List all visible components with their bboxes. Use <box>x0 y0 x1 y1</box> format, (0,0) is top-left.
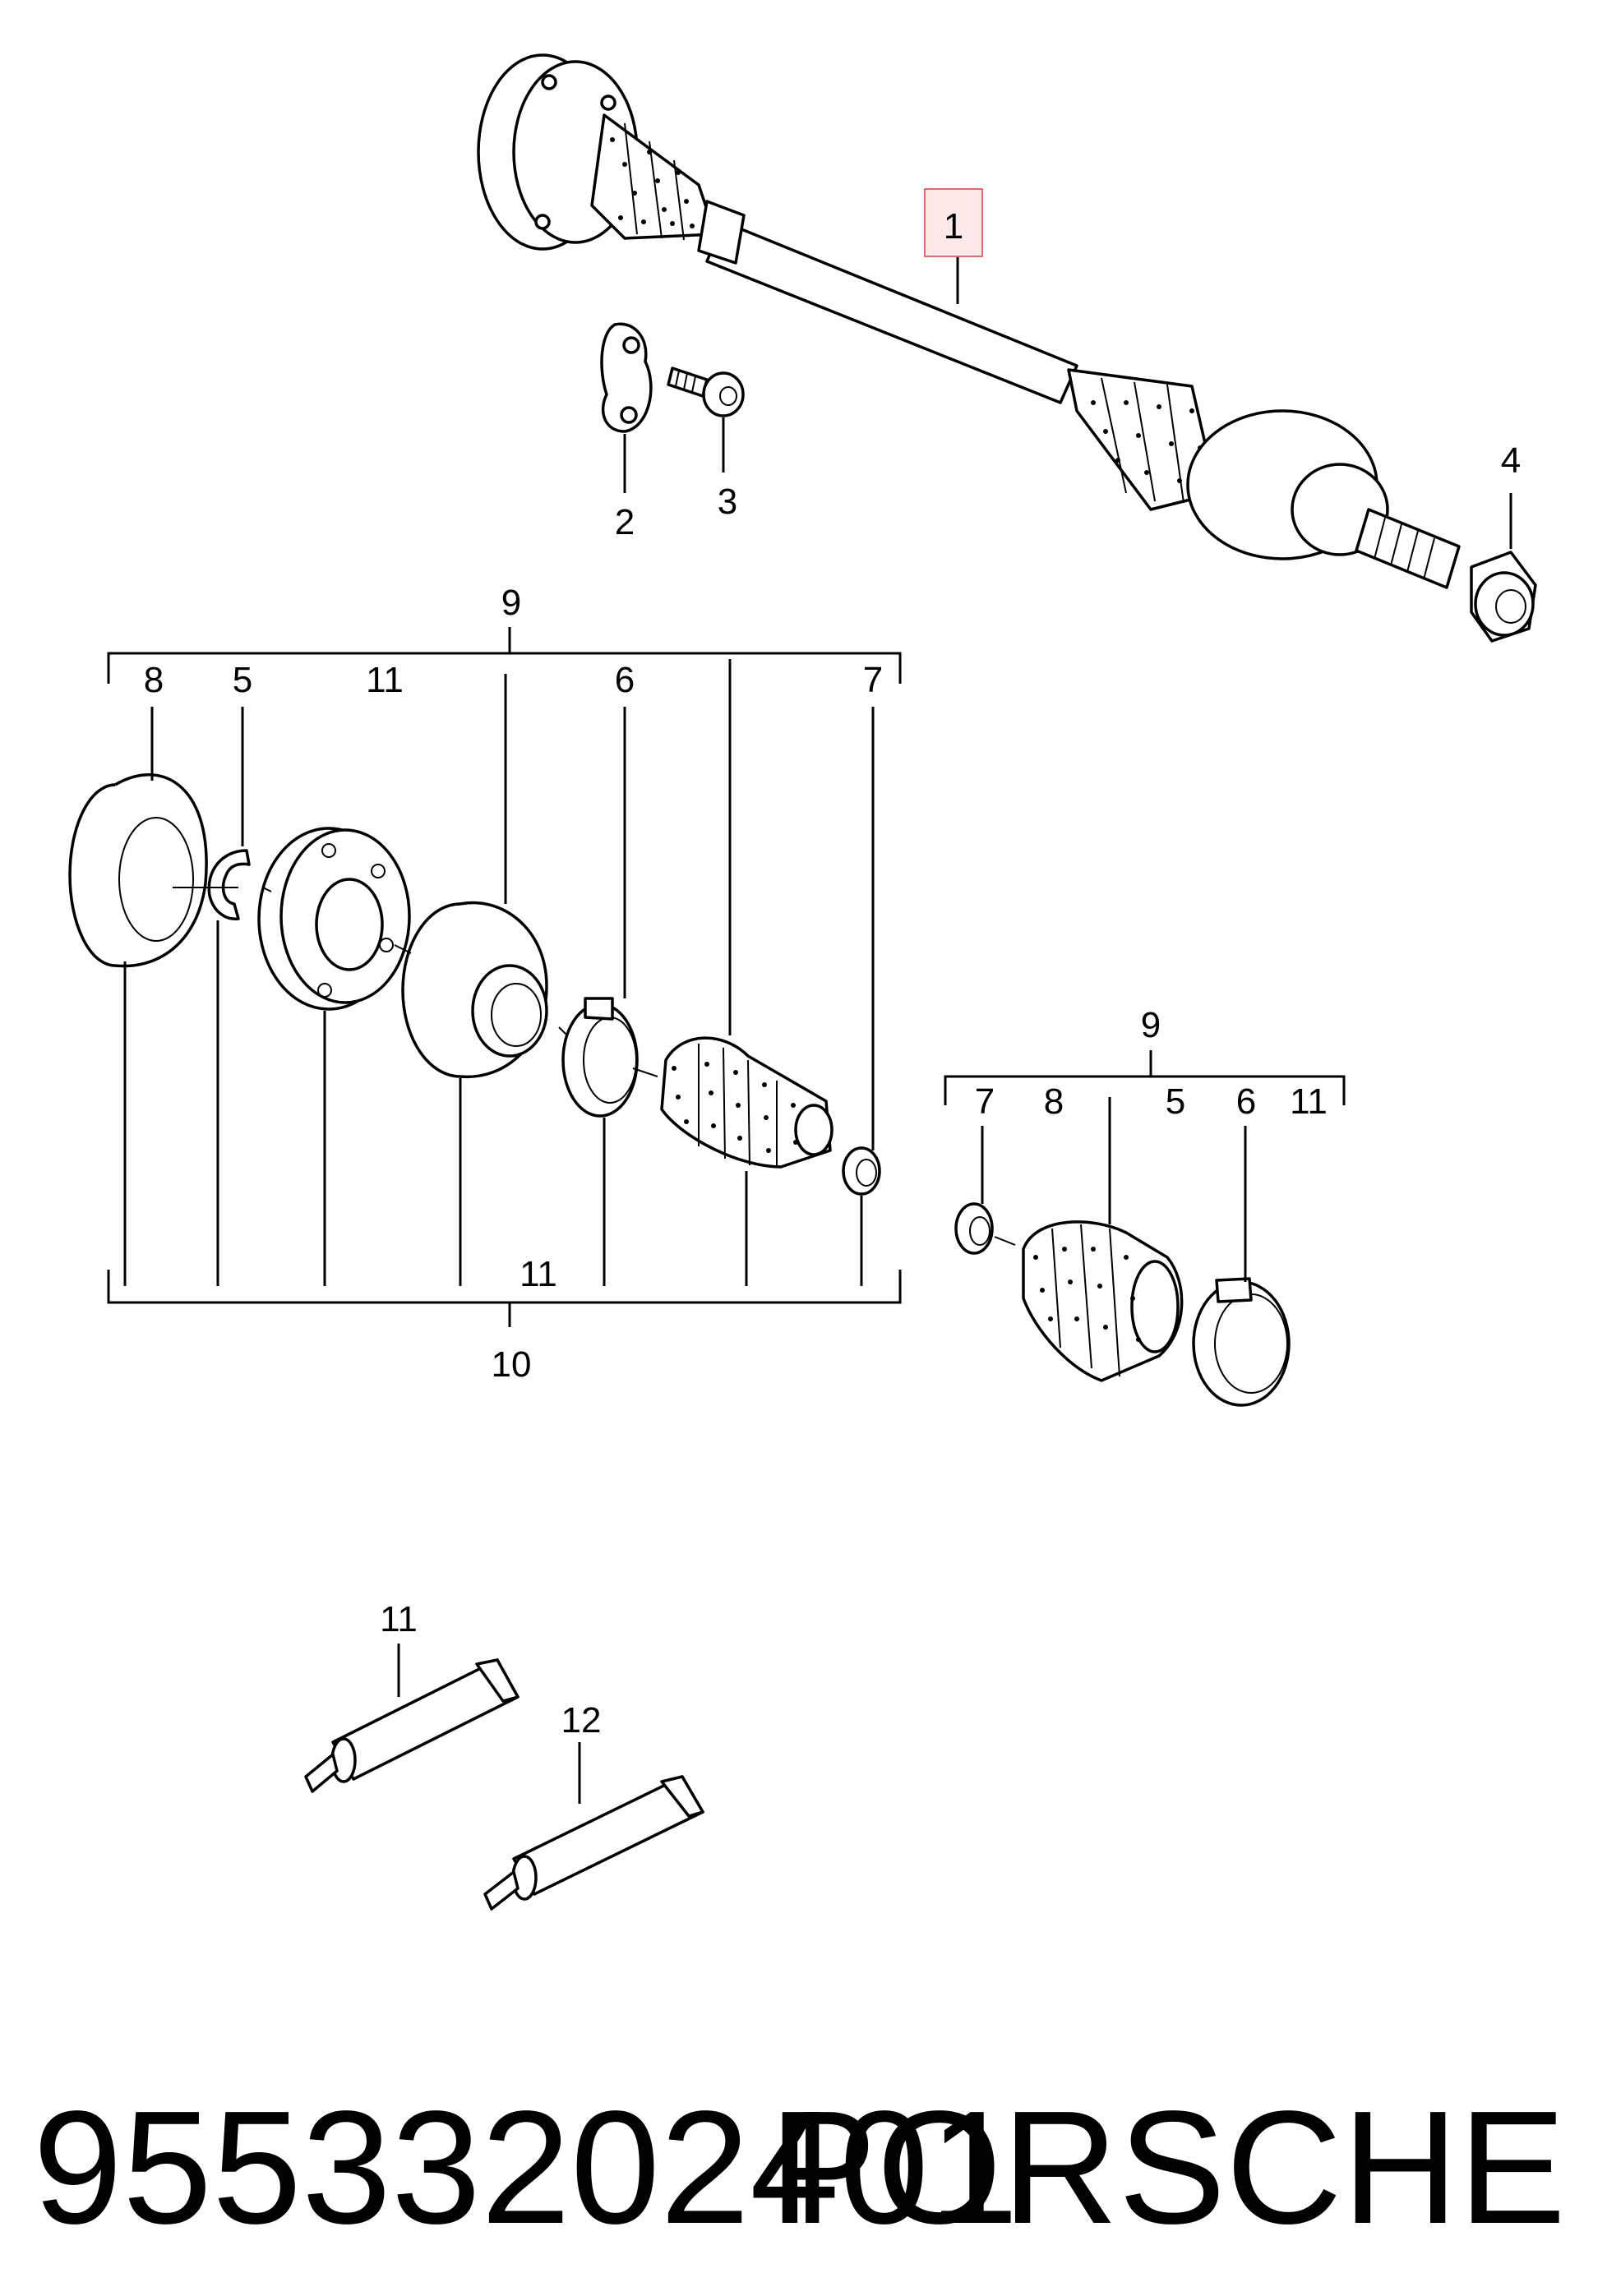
callout-11-left-top[interactable]: 11 <box>366 660 404 700</box>
callout-5-right[interactable]: 5 <box>1166 1081 1185 1122</box>
outer-cv-exploded <box>954 1202 1291 1407</box>
callout-10[interactable]: 10 <box>492 1344 532 1385</box>
callout-4[interactable]: 4 <box>1501 440 1521 481</box>
callout-9-left[interactable]: 9 <box>501 583 521 623</box>
callout-11-left-bottom[interactable]: 11 <box>520 1254 557 1294</box>
callout-2[interactable]: 2 <box>615 502 635 542</box>
callout-9-right[interactable]: 9 <box>1141 1005 1161 1045</box>
joint-flange[interactable] <box>401 901 548 1079</box>
callout-3[interactable]: 3 <box>718 482 737 522</box>
callout-6-left[interactable]: 6 <box>615 660 635 700</box>
sealing-compound-tube[interactable] <box>483 1775 704 1911</box>
leader-lines <box>107 257 1512 1804</box>
screw[interactable] <box>667 367 745 417</box>
grease-tube[interactable] <box>304 1658 520 1793</box>
part-number: 95533202401 <box>33 2077 1018 2257</box>
callout-11-right[interactable]: 11 <box>1290 1081 1328 1122</box>
callout-12-tube[interactable]: 12 <box>561 1700 602 1740</box>
callout-5-left[interactable]: 5 <box>233 660 252 700</box>
hose-clamp-small[interactable] <box>842 1146 881 1196</box>
cv-joint[interactable] <box>257 827 411 1011</box>
collar-nut[interactable] <box>1470 551 1537 643</box>
hose-clamp-large[interactable] <box>561 997 639 1118</box>
hose-clamp-large[interactable] <box>1192 1277 1291 1407</box>
inner-cv-exploded <box>68 773 881 1196</box>
footer: 95533202401 PORSCHE <box>33 2077 1566 2257</box>
callout-7-left[interactable]: 7 <box>863 660 883 700</box>
joint-cover[interactable] <box>68 773 208 968</box>
hose-clamp-small[interactable] <box>954 1202 994 1255</box>
brand-name: PORSCHE <box>769 2077 1566 2257</box>
joint-boot[interactable] <box>1022 1220 1184 1382</box>
lock-plate[interactable] <box>600 322 653 433</box>
callout-7-right[interactable]: 7 <box>975 1081 995 1122</box>
joint-boot[interactable] <box>660 1036 834 1169</box>
callout-6-right[interactable]: 6 <box>1236 1081 1256 1122</box>
callout-8-right[interactable]: 8 <box>1044 1081 1064 1122</box>
callout-8-left[interactable]: 8 <box>144 660 164 700</box>
drive-shaft-assembly[interactable] <box>477 53 1461 589</box>
callout-1[interactable]: 1 <box>944 206 963 247</box>
callout-labels: 1 2 3 4 9 8 5 11 6 7 11 10 9 7 8 5 6 11 … <box>144 188 1521 1740</box>
callout-1-highlight[interactable] <box>924 188 983 257</box>
callout-11-tube[interactable]: 11 <box>380 1599 418 1639</box>
circlip[interactable] <box>207 849 251 920</box>
